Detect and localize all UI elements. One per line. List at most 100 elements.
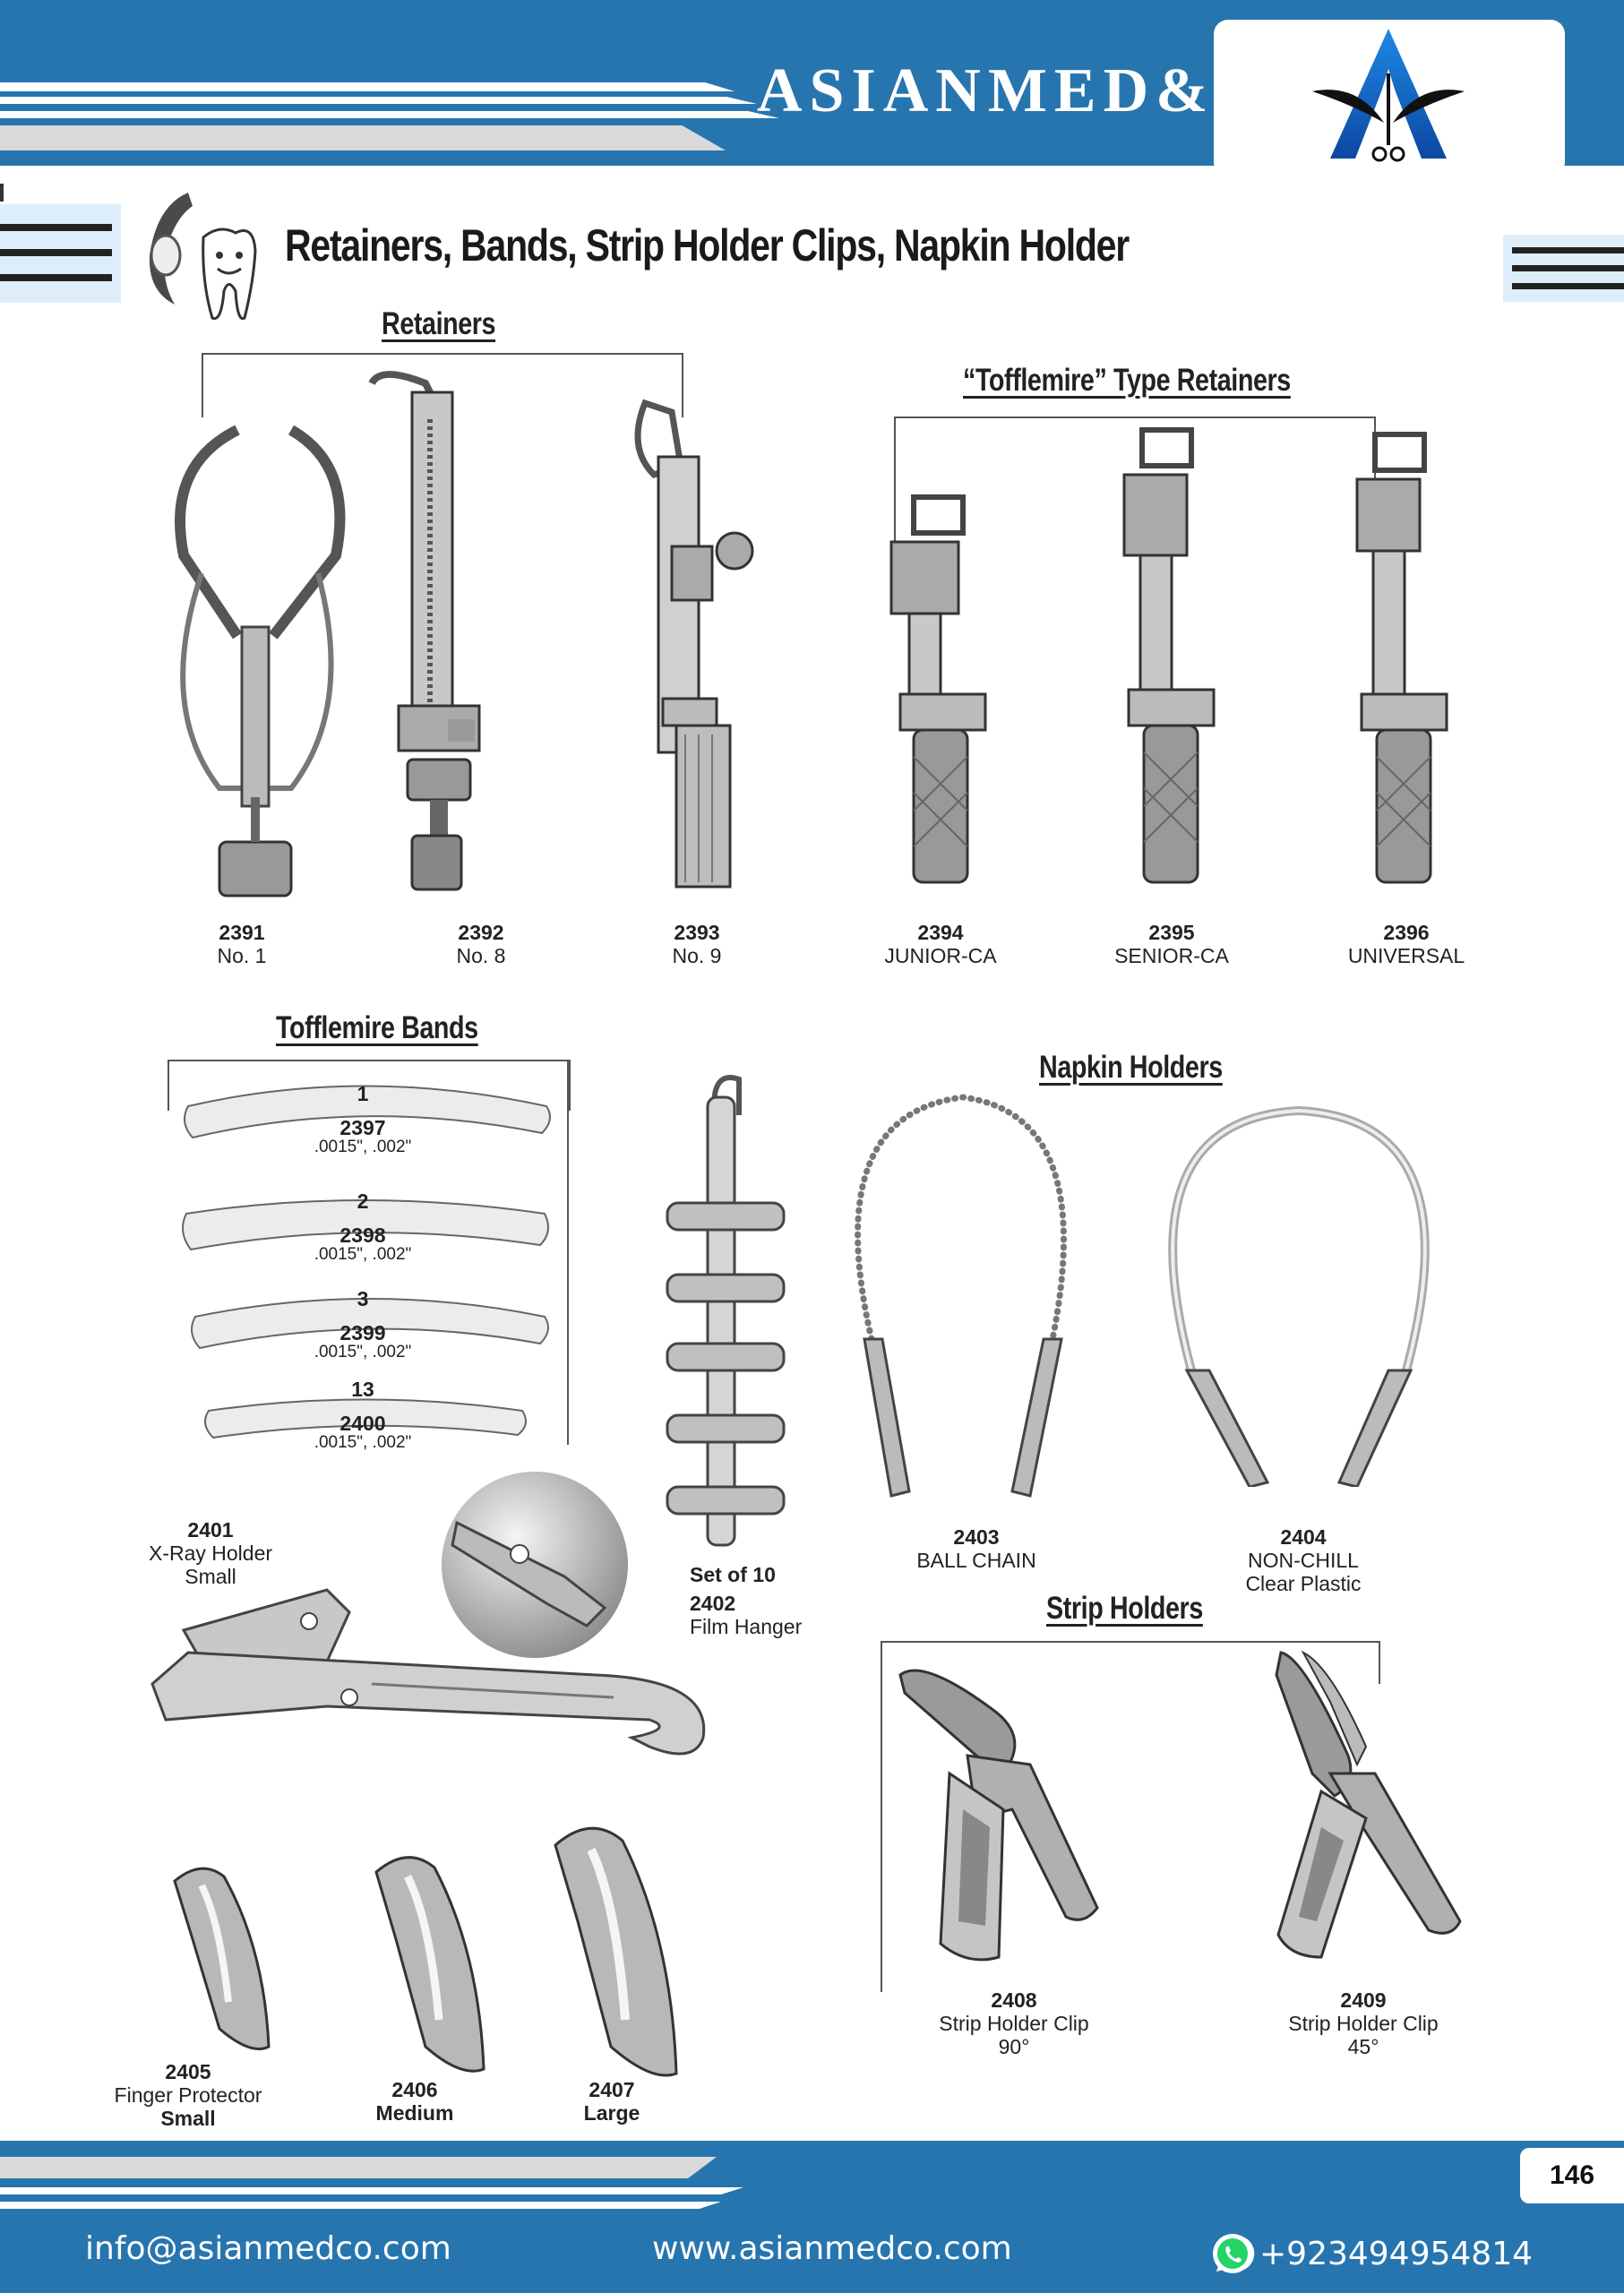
- product-set: Set of 10: [690, 1563, 776, 1586]
- logo-card[interactable]: [1214, 20, 1565, 176]
- finger-protector-2406-illustration: [374, 1856, 485, 2073]
- product-caption-2394: 2394 JUNIOR-CA: [860, 921, 1021, 967]
- band-size: .0015", .002": [314, 1343, 412, 1361]
- band-number: 3: [357, 1287, 369, 1310]
- product-code: 2409: [1340, 1988, 1387, 2012]
- band-size: .0015", .002": [314, 1138, 412, 1156]
- strip-holder-2408-illustration: [898, 1669, 1099, 1962]
- footer-bar: [0, 2141, 1624, 2293]
- product-code: 2400: [339, 1412, 386, 1435]
- product-code: 2393: [674, 921, 720, 944]
- product-caption-2392: 2392 No. 8: [400, 921, 562, 967]
- finger-protector-2405-illustration: [173, 1867, 271, 2050]
- band-shape-2399: [191, 1298, 549, 1350]
- tofflemire-bands-bracket: [168, 1060, 571, 1111]
- page-number-box: 146: [1520, 2148, 1624, 2203]
- product-name: JUNIOR-CA: [884, 944, 997, 967]
- napkin-holder-2403-illustration: [855, 1094, 1067, 1498]
- product-code: 2406: [391, 2078, 438, 2101]
- product-code: 2402: [690, 1592, 736, 1615]
- x-ray-holder-2401-illustration: [150, 1588, 706, 1756]
- product-caption-2407: 2407 Large: [522, 2078, 701, 2125]
- band-shape-2397: [184, 1085, 551, 1139]
- product-angle: 45°: [1347, 2035, 1379, 2058]
- right-deco-lines: [1503, 235, 1624, 302]
- header-stripe: [0, 97, 757, 104]
- product-code: 2404: [1280, 1525, 1327, 1549]
- product-caption-2402: Set of 10 2402 Film Hanger: [690, 1563, 869, 1638]
- band-size: .0015", .002": [314, 1433, 412, 1452]
- tofflemire-bands-bracket-right: [567, 1060, 569, 1445]
- product-code: 2395: [1148, 921, 1195, 944]
- product-code: 2397: [339, 1116, 386, 1139]
- product-caption-2409: 2409 Strip Holder Clip 45°: [1274, 1988, 1453, 2058]
- product-caption-2403: 2403 BALL CHAIN: [887, 1525, 1066, 1572]
- product-name: BALL CHAIN: [916, 1549, 1036, 1572]
- left-edge-mark: [0, 184, 4, 202]
- footer-phone-number: +923494954814: [1259, 2235, 1534, 2272]
- product-code: 2394: [917, 921, 964, 944]
- footer-stripe: [0, 2187, 743, 2194]
- section-title-tofflemire-retainers: “Tofflemire” Type Retainers: [963, 363, 1291, 398]
- product-name: No. 1: [217, 944, 267, 967]
- product-size: Large: [583, 2101, 640, 2125]
- product-caption-2405: 2405 Finger Protector Small: [99, 2060, 278, 2130]
- band-caption-2400: 13 2400 .0015", .002": [273, 1378, 452, 1453]
- band-size: .0015", .002": [314, 1245, 412, 1264]
- retainer-2393-illustration: [634, 399, 754, 889]
- product-caption-2408: 2408 Strip Holder Clip 90°: [924, 1988, 1104, 2058]
- band-caption-2399: 3 2399 .0015", .002": [273, 1287, 452, 1362]
- header-stripe: [0, 111, 779, 118]
- section-title-retainers: Retainers: [382, 306, 496, 341]
- product-size: Small: [185, 1565, 236, 1588]
- finger-protector-2407-illustration: [554, 1826, 678, 2077]
- band-caption-2397: 1 2397 .0015", .002": [273, 1082, 452, 1157]
- product-name: No. 9: [672, 944, 722, 967]
- product-detail: Clear Plastic: [1245, 1572, 1362, 1595]
- band-number: 1: [357, 1082, 369, 1105]
- product-name: Strip Holder Clip: [939, 2012, 1089, 2035]
- product-code: 2405: [165, 2060, 211, 2083]
- product-code: 2403: [953, 1525, 1000, 1549]
- product-caption-2401: 2401 X-Ray Holder Small: [121, 1518, 300, 1588]
- retainer-2391-illustration: [175, 425, 346, 897]
- product-code: 2407: [589, 2078, 635, 2101]
- retainer-2396-illustration: [1355, 432, 1448, 884]
- product-caption-2395: 2395 SENIOR-CA: [1091, 921, 1252, 967]
- product-code: 2399: [339, 1321, 386, 1344]
- napkin-holder-2404-illustration: [1168, 1105, 1430, 1487]
- footer-stripe: [0, 2202, 721, 2209]
- tooth-mascot-icon: [149, 193, 257, 321]
- product-size: Small: [160, 2107, 216, 2130]
- product-caption-2404: 2404 NON-CHILL Clear Plastic: [1214, 1525, 1393, 1595]
- product-code: 2408: [991, 1988, 1037, 2012]
- product-code: 2392: [458, 921, 504, 944]
- section-title-napkin-holders: Napkin Holders: [1039, 1050, 1223, 1085]
- header-stripe: [0, 82, 735, 91]
- a-scissors-logo-icon: [1312, 29, 1465, 162]
- product-code: 2398: [339, 1224, 386, 1247]
- x-ray-holder-detail-illustration: [442, 1472, 628, 1658]
- product-caption-2406: 2406 Medium: [325, 2078, 504, 2125]
- section-title-tofflemire-bands: Tofflemire Bands: [276, 1010, 478, 1045]
- footer-stripe: [0, 2157, 717, 2178]
- footer-phone[interactable]: +923494954814: [1209, 2230, 1533, 2277]
- product-caption-2391: 2391 No. 1: [161, 921, 322, 967]
- product-angle: 90°: [998, 2035, 1030, 2058]
- footer-website-link[interactable]: www.asianmedco.com: [652, 2230, 1012, 2267]
- product-code: 2396: [1383, 921, 1430, 944]
- product-name: NON-CHILL: [1248, 1549, 1359, 1572]
- strip-holder-2409-illustration: [1275, 1650, 1462, 1959]
- page-title: Retainers, Bands, Strip Holder Clips, Na…: [285, 220, 1130, 271]
- band-shape-2398: [182, 1199, 549, 1251]
- product-name: SENIOR-CA: [1114, 944, 1229, 967]
- band-number: 13: [351, 1378, 374, 1401]
- band-shape-2400: [204, 1398, 527, 1439]
- header-stripe: [0, 125, 726, 150]
- page-number: 146: [1549, 2160, 1595, 2190]
- left-deco-lines: [0, 204, 121, 303]
- retainer-2395-illustration: [1122, 427, 1216, 884]
- product-code: 2401: [187, 1518, 234, 1542]
- footer-email-link[interactable]: info@asianmedco.com: [85, 2230, 451, 2267]
- product-name: X-Ray Holder: [148, 1542, 273, 1565]
